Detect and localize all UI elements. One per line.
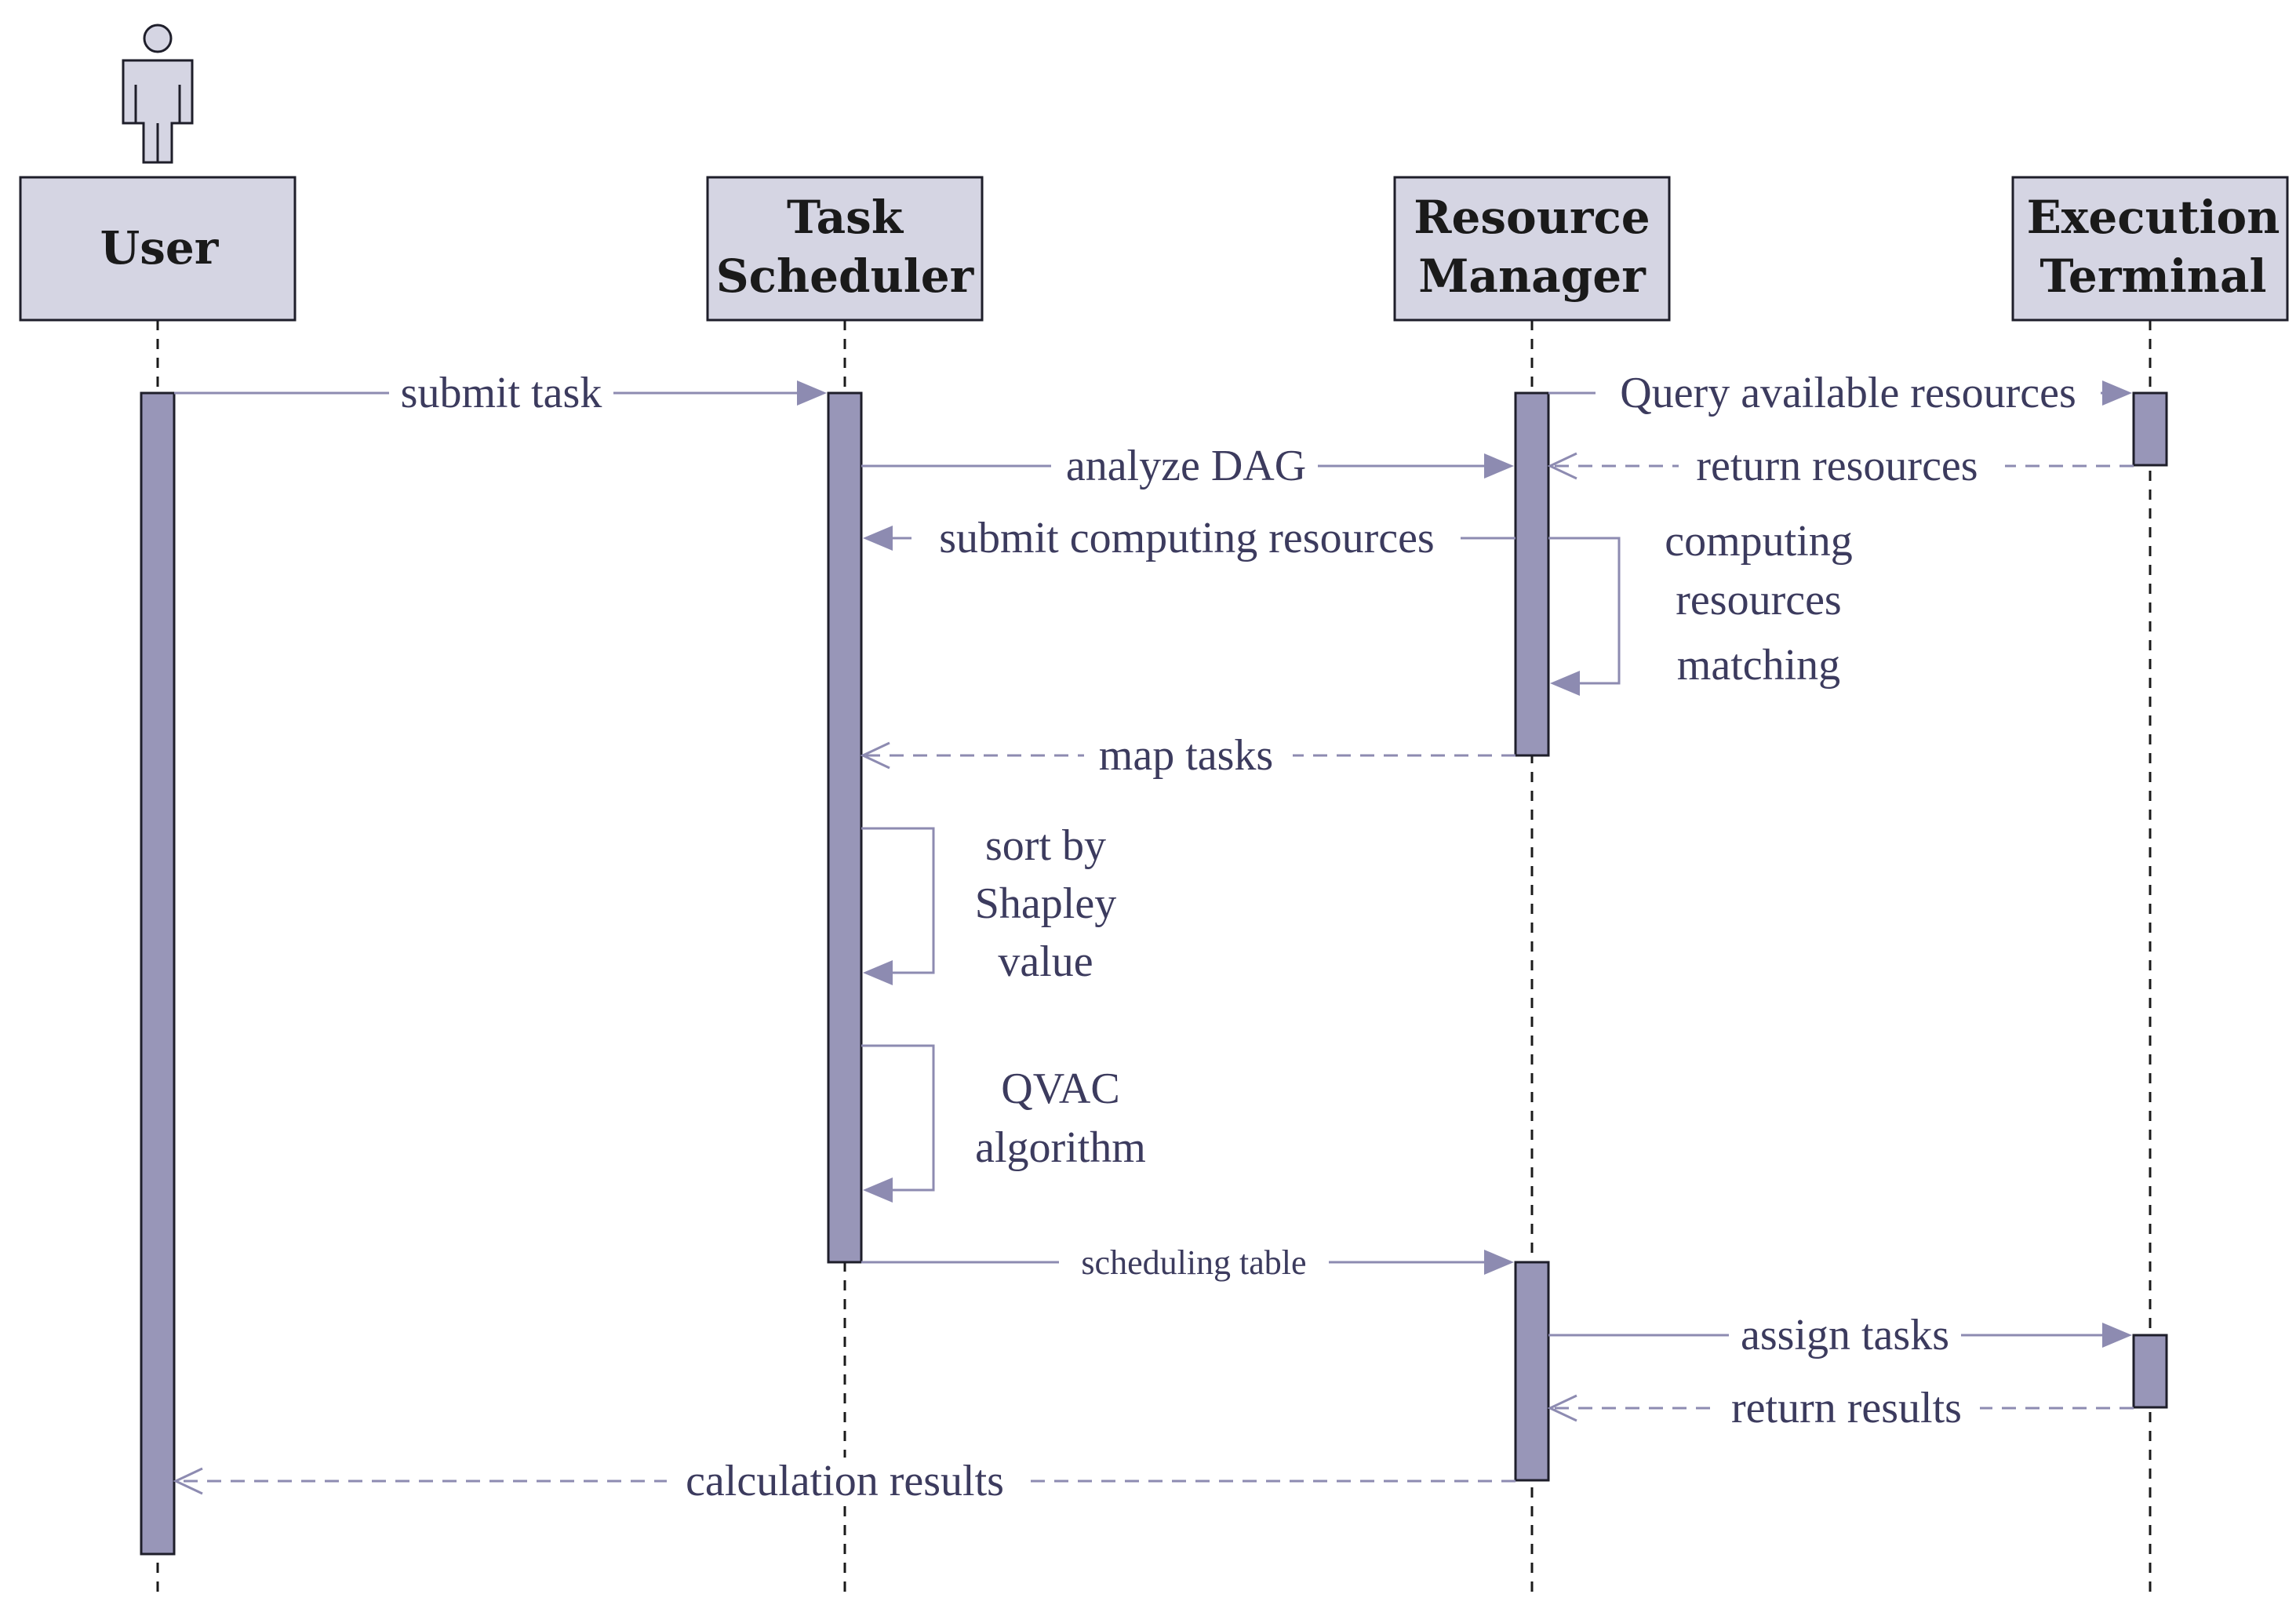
message-submit-task-label: submit task (401, 369, 602, 417)
participant-execution-terminal: Execution Terminal (2011, 176, 2289, 322)
participant-execution-terminal-label-line1: Execution (2027, 191, 2280, 244)
participant-task-scheduler: Task Scheduler (706, 176, 984, 322)
activation-bars (140, 391, 2168, 1556)
message-sort-by-shapley: sort by Shapley value (861, 821, 1116, 986)
participant-resource-manager-label-line1: Resource (1414, 191, 1650, 244)
participant-user-label: User (100, 221, 220, 275)
message-submit-computing-resources-label: submit computing resources (939, 514, 1434, 562)
message-return-resources-label: return resources (1696, 442, 1978, 490)
message-query-resources: Query available resources (1548, 369, 2132, 417)
message-analyze-dag-label: analyze DAG (1066, 442, 1306, 490)
message-return-resources: return resources (1547, 442, 2134, 490)
message-assign-tasks-label: assign tasks (1741, 1311, 1949, 1359)
message-computing-resources-matching-label-line1: computing (1665, 517, 1853, 566)
message-return-results-label: return results (1731, 1384, 1962, 1432)
message-sort-by-shapley-label-line3: value (998, 937, 1093, 986)
stick-figure-icon (122, 24, 194, 164)
message-computing-resources-matching: computing resources matching (1548, 517, 1853, 696)
message-qvac-algorithm: QVAC algorithm (861, 1044, 1146, 1203)
activation-execution-terminal-1 (2132, 391, 2168, 467)
message-assign-tasks: assign tasks (1548, 1311, 2132, 1359)
activation-execution-terminal-2 (2132, 1334, 2168, 1409)
participants: User Task Scheduler Resource Manager Exe… (19, 176, 2289, 322)
messages: submit task Query available resources an… (173, 369, 2134, 1505)
activation-resource-manager-1 (1514, 391, 1550, 757)
participant-user: User (19, 176, 297, 322)
message-qvac-algorithm-label-line2: algorithm (975, 1123, 1146, 1172)
message-submit-computing-resources: submit computing resources (863, 514, 1516, 562)
message-analyze-dag: analyze DAG (861, 442, 1514, 490)
participant-task-scheduler-label-line1: Task (787, 191, 904, 244)
message-computing-resources-matching-label-line3: matching (1677, 641, 1840, 690)
message-submit-task: submit task (174, 369, 827, 417)
activation-user (140, 391, 176, 1556)
message-sort-by-shapley-label-line2: Shapley (975, 879, 1116, 928)
activation-resource-manager-2 (1514, 1261, 1550, 1482)
message-query-resources-label: Query available resources (1620, 369, 2076, 417)
participant-execution-terminal-label-line2: Terminal (2039, 249, 2266, 303)
message-calculation-results-label: calculation results (686, 1457, 1004, 1505)
message-return-results: return results (1547, 1384, 2134, 1432)
message-calculation-results: calculation results (173, 1457, 1516, 1505)
message-qvac-algorithm-label-line1: QVAC (1001, 1065, 1119, 1113)
message-scheduling-table: scheduling table (861, 1243, 1514, 1282)
message-computing-resources-matching-label-line2: resources (1676, 576, 1841, 624)
participant-resource-manager-label-line2: Manager (1418, 249, 1646, 303)
participant-task-scheduler-label-line2: Scheduler (716, 249, 975, 303)
message-map-tasks-label: map tasks (1099, 731, 1273, 780)
activation-task-scheduler (827, 391, 863, 1264)
message-map-tasks: map tasks (860, 731, 1516, 780)
message-scheduling-table-label: scheduling table (1081, 1243, 1306, 1282)
participant-resource-manager: Resource Manager (1393, 176, 1671, 322)
message-sort-by-shapley-label-line1: sort by (985, 821, 1106, 870)
